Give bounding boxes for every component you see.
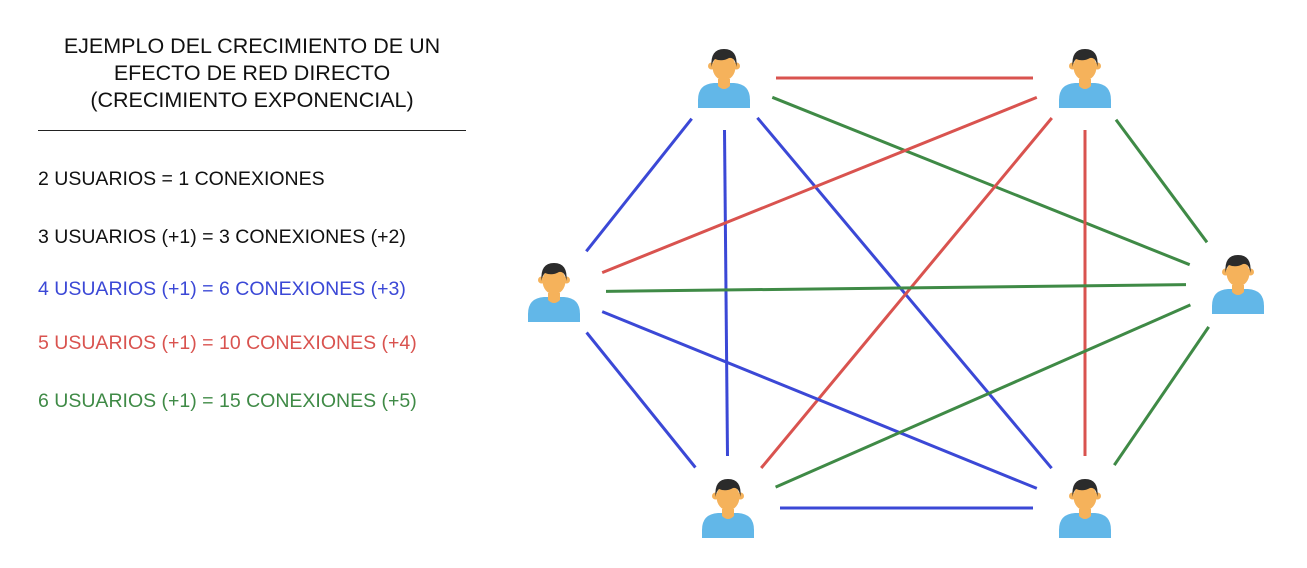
connection-top-right-left [601,96,1038,274]
connection-right-bottom-right [1113,326,1210,466]
user-icon-right [1212,255,1264,314]
stat-2-users: 2 USUARIOS = 1 CONEXIONES [38,168,325,190]
user-icon-top-right [1059,49,1111,108]
connection-top-right-right [1114,118,1209,244]
title-line-1: EJEMPLO DEL CRECIMIENTO DE UN [63,34,441,58]
stat-5-users: 5 USUARIOS (+1) = 10 CONEXIONES (+4) [38,332,417,354]
title-line-3: (CRECIMIENTO EXPONENCIAL) [90,88,414,112]
title-divider [38,130,466,131]
connection-top-left-bottom-right [756,116,1053,470]
connection-left-bottom-left [585,331,697,469]
title-line-2: EFECTO DE RED DIRECTO [113,61,391,85]
connection-top-right-bottom-left [760,117,1053,469]
user-icon-bottom-left [702,479,754,538]
user-icon-left [528,263,580,322]
user-icon-top-left [698,49,750,108]
connection-top-left-left [585,117,693,253]
connection-top-left-bottom-left [723,129,729,457]
connection-lines [585,76,1210,510]
connection-top-left-right [771,95,1191,267]
connection-right-bottom-left [774,303,1192,489]
stat-3-users: 3 USUARIOS (+1) = 3 CONEXIONES (+2) [38,226,406,248]
connection-left-bottom-right [601,310,1038,490]
stat-6-users: 6 USUARIOS (+1) = 15 CONEXIONES (+5) [38,390,417,412]
connection-left-right [605,283,1187,293]
user-nodes [528,49,1264,538]
diagram-title: EJEMPLO DEL CRECIMIENTO DE UN EFECTO DE … [32,33,472,114]
user-icon-bottom-right [1059,479,1111,538]
stat-4-users: 4 USUARIOS (+1) = 6 CONEXIONES (+3) [38,278,406,300]
